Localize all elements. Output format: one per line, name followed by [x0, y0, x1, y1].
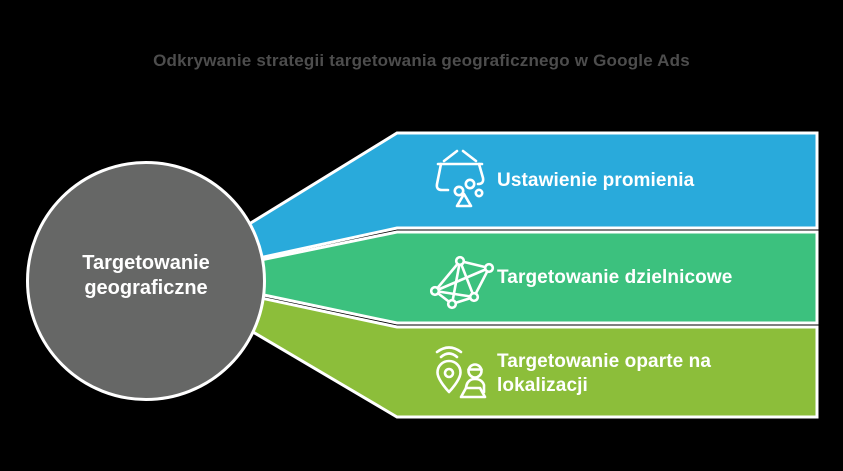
location-pin-user-icon: [435, 346, 487, 399]
branch-ribbon-location: [157, 274, 819, 419]
center-node-label: Targetowanie geograficzne: [82, 252, 210, 299]
network-graph-icon: [430, 255, 495, 310]
branch-label-district: Targetowanie dzielnicowe: [497, 267, 733, 288]
branch-ribbon-radius: [157, 131, 819, 282]
branch-label-location: Targetowanie oparte na lokalizacji: [497, 351, 712, 396]
radius-area-icon: [435, 149, 485, 208]
page-title: Odkrywanie strategii targetowania geogra…: [153, 51, 690, 70]
branch-label-radius: Ustawienie promienia: [497, 170, 695, 191]
center-node-circle: [26, 161, 266, 401]
branch-ribbon-district: [177, 230, 819, 325]
